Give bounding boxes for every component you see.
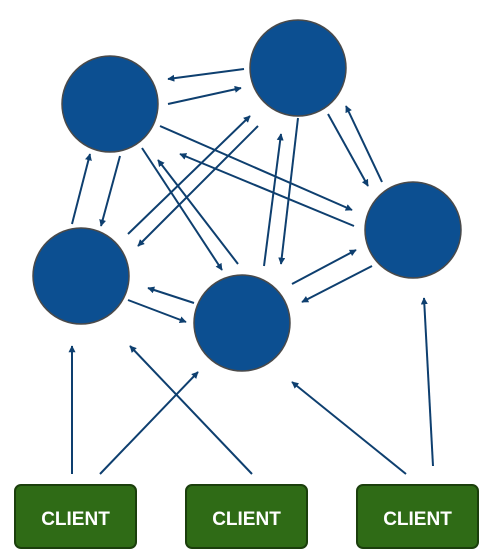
edge-c-to-e (127, 299, 187, 324)
client-box (14, 484, 137, 549)
edges (68, 68, 434, 475)
client-2: CLIENT (185, 484, 308, 549)
edge-client1-to-e (99, 371, 199, 475)
node-b (249, 19, 347, 117)
client-label: CLIENT (383, 509, 452, 530)
client-1: CLIENT (14, 484, 137, 549)
edge-a-to-d (159, 125, 353, 211)
edge-e-to-c (147, 286, 195, 304)
edge-c-to-a (71, 153, 92, 225)
edge-b-to-e (278, 117, 299, 265)
client-box (356, 484, 479, 549)
edge-a-to-e (141, 147, 223, 271)
edge-b-to-a (167, 68, 245, 82)
edge-e-to-d (291, 249, 357, 285)
edge-d-to-e (301, 265, 373, 303)
edge-a-to-c (99, 155, 121, 227)
client-box (185, 484, 308, 549)
edge-a-to-b (167, 85, 242, 105)
edge-d-to-b (345, 105, 383, 183)
client-3: CLIENT (356, 484, 479, 549)
node-d (364, 181, 462, 279)
client-label: CLIENT (41, 509, 110, 530)
edge-e-to-a (157, 159, 239, 265)
edge-e-to-b (263, 133, 284, 267)
edge-client3-to-e (291, 381, 407, 475)
edge-client3-to-d (420, 297, 434, 467)
nodes (32, 19, 462, 372)
edge-client2-to-c (129, 345, 253, 475)
client-label: CLIENT (212, 509, 281, 530)
edge-b-to-d (327, 113, 369, 187)
edge-d-to-a (179, 153, 355, 227)
edge-b-to-c (137, 125, 259, 247)
node-e (193, 274, 291, 372)
node-c (32, 227, 130, 325)
node-a (61, 55, 159, 153)
edge-c-to-b (127, 115, 251, 235)
